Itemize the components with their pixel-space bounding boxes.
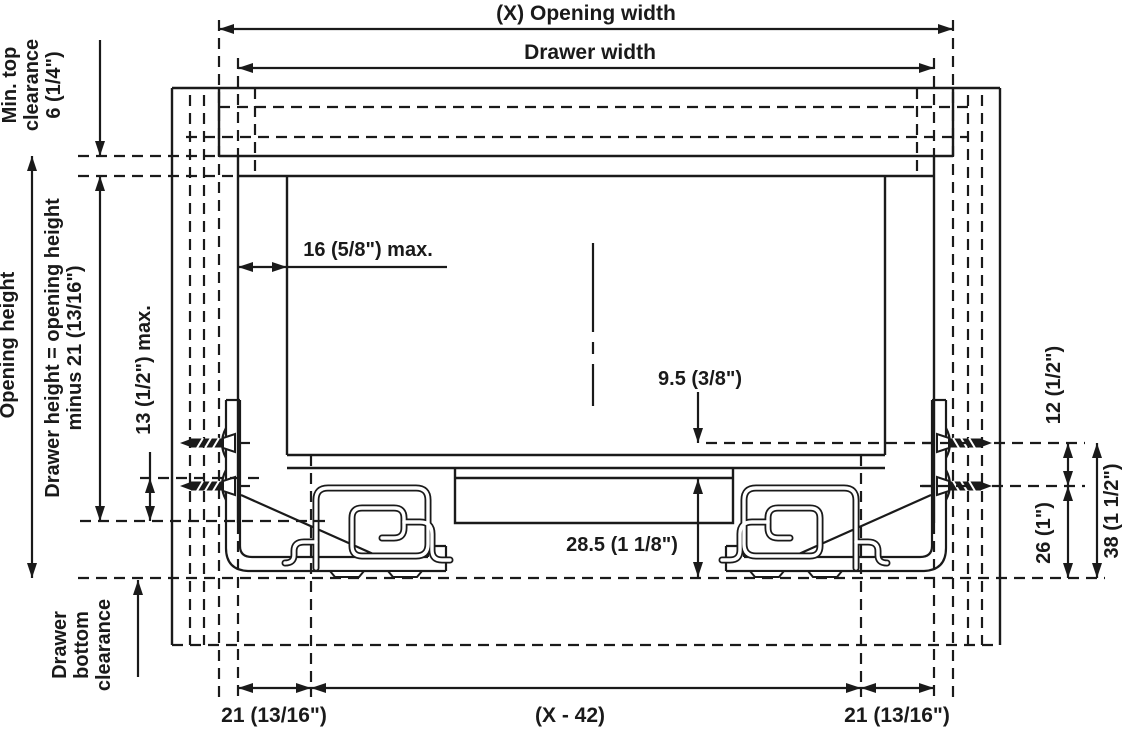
label-drawer-height-1: Drawer height = opening height [42, 198, 64, 498]
label-min-top-3: 6 (1/4") [43, 51, 65, 118]
label-left-21: 21 (13/16") [221, 704, 327, 727]
cabinet-structure [78, 20, 1000, 697]
label-bottom-clearance-1: Drawer [49, 611, 71, 679]
label-bottom-clearance-2: bottom [71, 611, 93, 679]
dimension-lines [27, 24, 1102, 693]
label-x-minus-42: (X - 42) [535, 704, 605, 727]
right-side-assembly [722, 20, 1000, 697]
drawer-bottom-center-channel [453, 468, 735, 525]
label-12: 12 (1/2") [1043, 346, 1065, 424]
label-28-5: 28.5 (1 1/8") [566, 534, 678, 556]
label-38: 38 (1 1/2") [1101, 463, 1123, 558]
label-right-21: 21 (13/16") [844, 704, 950, 727]
label-drawer-width: Drawer width [524, 41, 656, 64]
label-min-top-1: Min. top [0, 47, 21, 124]
label-13-max: 13 (1/2") max. [133, 305, 155, 435]
label-9-5: 9.5 (3/8") [658, 368, 742, 390]
label-bottom-clearance-3: clearance [93, 599, 115, 691]
left-side-assembly [172, 20, 450, 697]
label-drawer-height-2: minus 21 (13/16") [64, 265, 86, 430]
reference-dashed-lines [78, 441, 1105, 580]
label-opening-height: Opening height [0, 271, 19, 418]
label-26: 26 (1") [1033, 502, 1055, 564]
label-16-max: 16 (5/8") max. [303, 239, 433, 261]
label-min-top-2: clearance [21, 39, 43, 131]
label-opening-width: (X) Opening width [496, 2, 676, 25]
